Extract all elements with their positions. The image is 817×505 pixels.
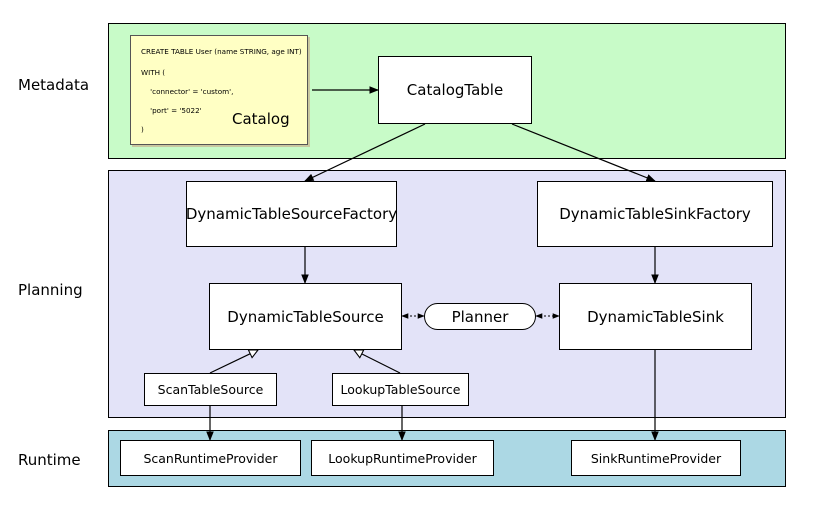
ddl-line: 'port' = '5022' (141, 106, 202, 115)
scan-table-source-box: ScanTableSource (144, 373, 277, 406)
sink-runtime-provider-box: SinkRuntimeProvider (571, 440, 741, 476)
arrow-catalogtable-to-source-factory (304, 123, 426, 182)
planning-lane-label: Planning (18, 281, 83, 299)
sink-factory-box: DynamicTableSinkFactory (537, 181, 773, 247)
catalog-label: Catalog (232, 110, 290, 128)
arrow-catalogtable-to-sink-factory (511, 123, 656, 182)
ddl-line: WITH ( (141, 68, 166, 77)
ddl-line: ) (141, 125, 144, 134)
sink-box: DynamicTableSink (559, 283, 752, 350)
inherit-lookup-to-source (354, 350, 401, 374)
catalog-table-box: CatalogTable (378, 56, 532, 124)
source-box: DynamicTableSource (209, 283, 402, 350)
inherit-scan-to-source (209, 350, 258, 374)
ddl-line: 'connector' = 'custom', (141, 87, 234, 96)
ddl-line: CREATE TABLE User (name STRING, age INT) (141, 47, 302, 56)
catalog-ddl-note: CREATE TABLE User (name STRING, age INT)… (130, 35, 308, 145)
runtime-lane-label: Runtime (18, 451, 81, 469)
lookup-runtime-provider-box: LookupRuntimeProvider (311, 440, 494, 476)
planner-node: Planner (424, 303, 536, 330)
lookup-table-source-box: LookupTableSource (332, 373, 469, 406)
source-factory-box: DynamicTableSourceFactory (186, 181, 397, 247)
metadata-lane-label: Metadata (18, 76, 90, 94)
scan-runtime-provider-box: ScanRuntimeProvider (120, 440, 301, 476)
